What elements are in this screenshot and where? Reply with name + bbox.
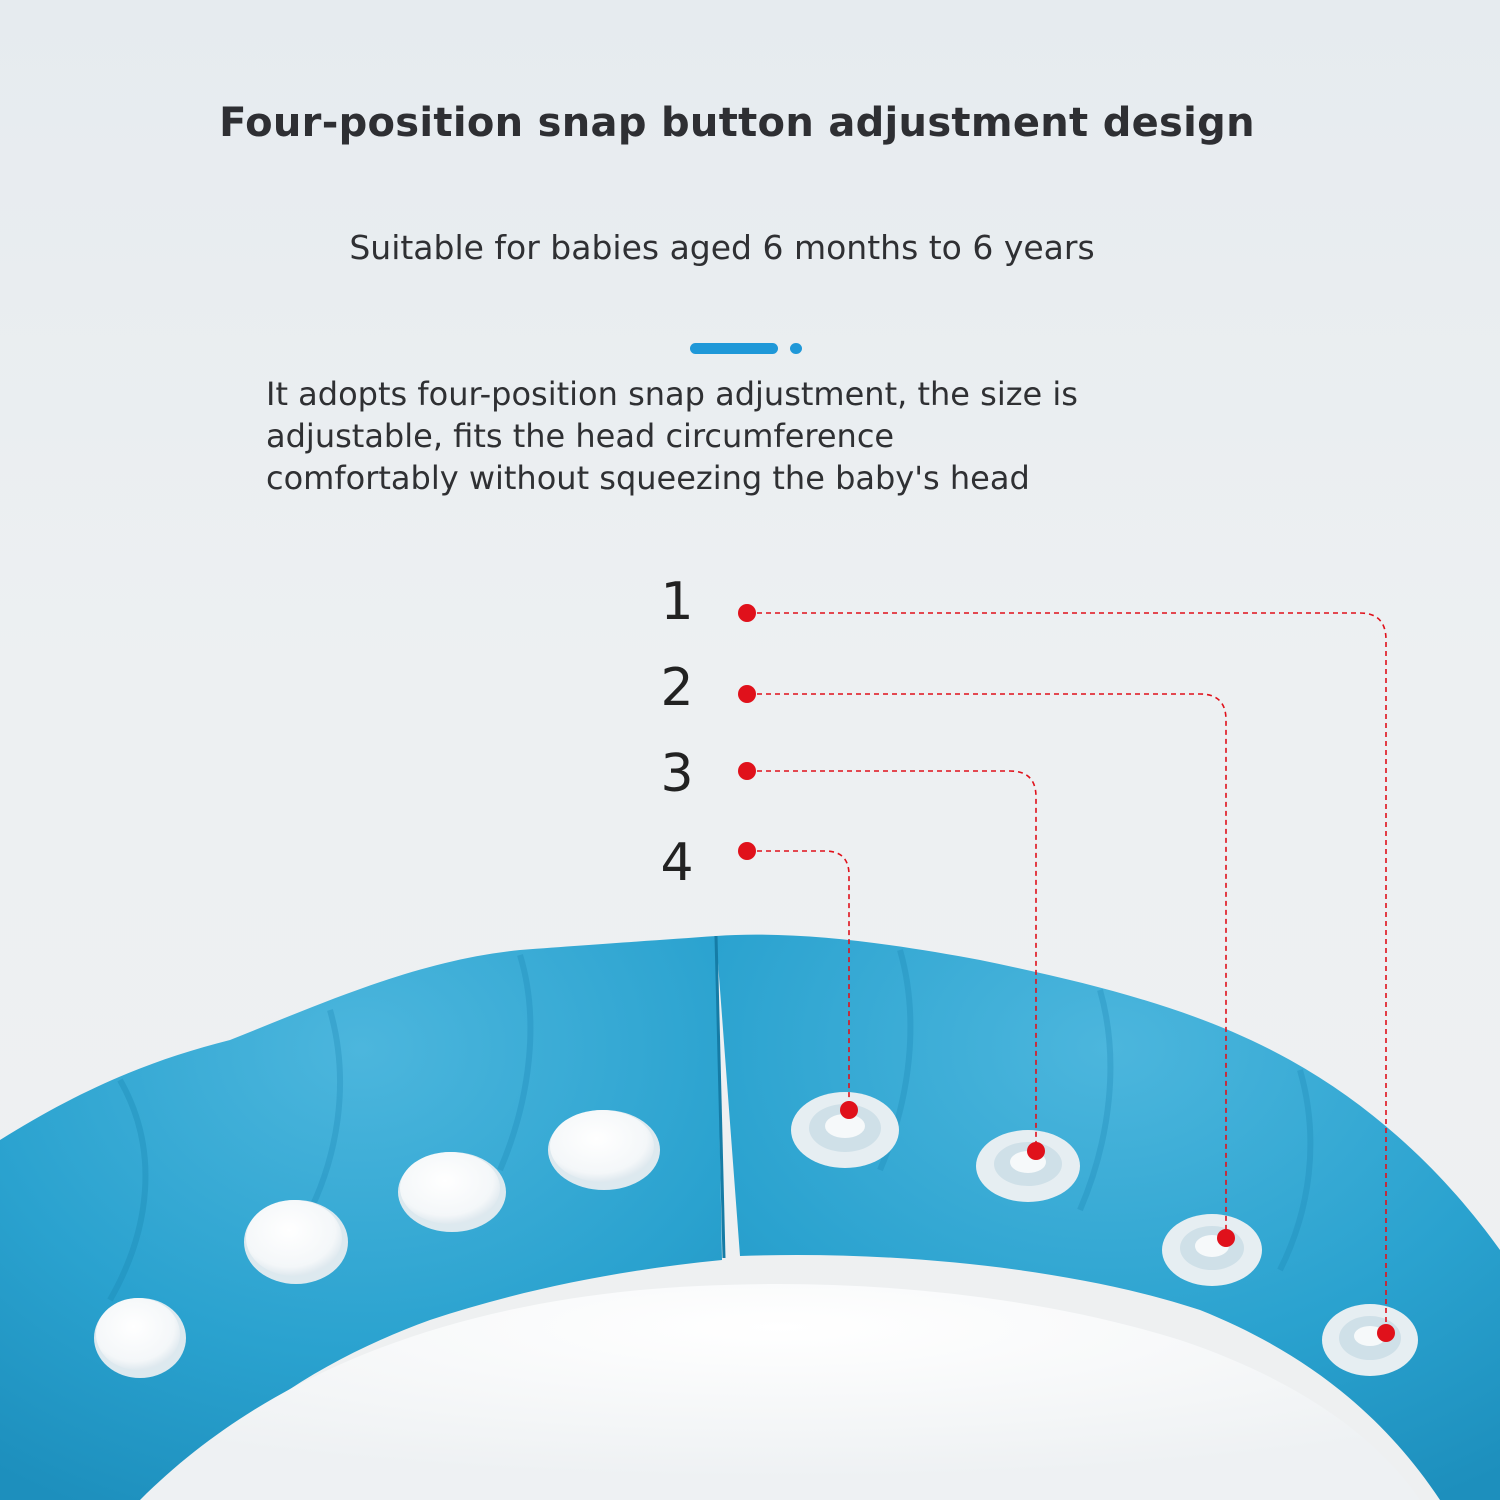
leader-lines xyxy=(748,612,1387,1333)
position-marker-icon xyxy=(738,685,756,703)
snap-button-hole-icon xyxy=(1162,1214,1262,1286)
position-marker-icon xyxy=(1027,1142,1045,1160)
position-marker-icon xyxy=(738,842,756,860)
leader-line-3 xyxy=(748,770,1037,1151)
accent-divider-dot-icon xyxy=(790,343,802,354)
description-line-3: comfortably without squeezing the baby's… xyxy=(266,459,1030,497)
position-marker-icon xyxy=(1217,1229,1235,1247)
description-line-1: It adopts four-position snap adjustment,… xyxy=(266,375,1078,413)
position-label-1: 1 xyxy=(660,572,694,632)
position-marker-icon xyxy=(1377,1324,1395,1342)
position-label-4: 4 xyxy=(660,833,694,893)
position-label-2: 2 xyxy=(660,658,694,718)
subtitle: Suitable for babies aged 6 months to 6 y… xyxy=(349,228,1095,267)
snap-button-icon xyxy=(550,1110,654,1182)
snap-button-icon xyxy=(96,1298,180,1370)
snap-button-hole-icon xyxy=(791,1092,899,1168)
cap-band-right xyxy=(716,934,1500,1500)
snap-button-icon xyxy=(246,1200,342,1276)
snap-button-hole-icon xyxy=(976,1130,1080,1202)
leader-line-1 xyxy=(748,612,1387,1333)
snap-button-hole-icon xyxy=(1322,1304,1418,1376)
cap-seam xyxy=(714,935,726,1259)
cap-inner-opening xyxy=(140,1284,1420,1500)
accent-divider-bar-icon xyxy=(690,343,778,354)
snap-studs xyxy=(94,1110,660,1378)
leader-line-2 xyxy=(748,693,1227,1238)
position-label-3: 3 xyxy=(660,744,694,804)
snap-holes xyxy=(791,1092,1418,1376)
snap-button-icon xyxy=(400,1152,500,1224)
position-marker-icon xyxy=(738,604,756,622)
description-line-2: adjustable, fits the head circumference xyxy=(266,417,895,455)
accent-divider xyxy=(690,343,810,355)
position-markers xyxy=(738,604,1395,1342)
position-marker-icon xyxy=(840,1101,858,1119)
description: It adopts four-position snap adjustment,… xyxy=(266,373,1226,499)
headline: Four-position snap button adjustment des… xyxy=(219,100,1255,146)
position-marker-icon xyxy=(738,762,756,780)
